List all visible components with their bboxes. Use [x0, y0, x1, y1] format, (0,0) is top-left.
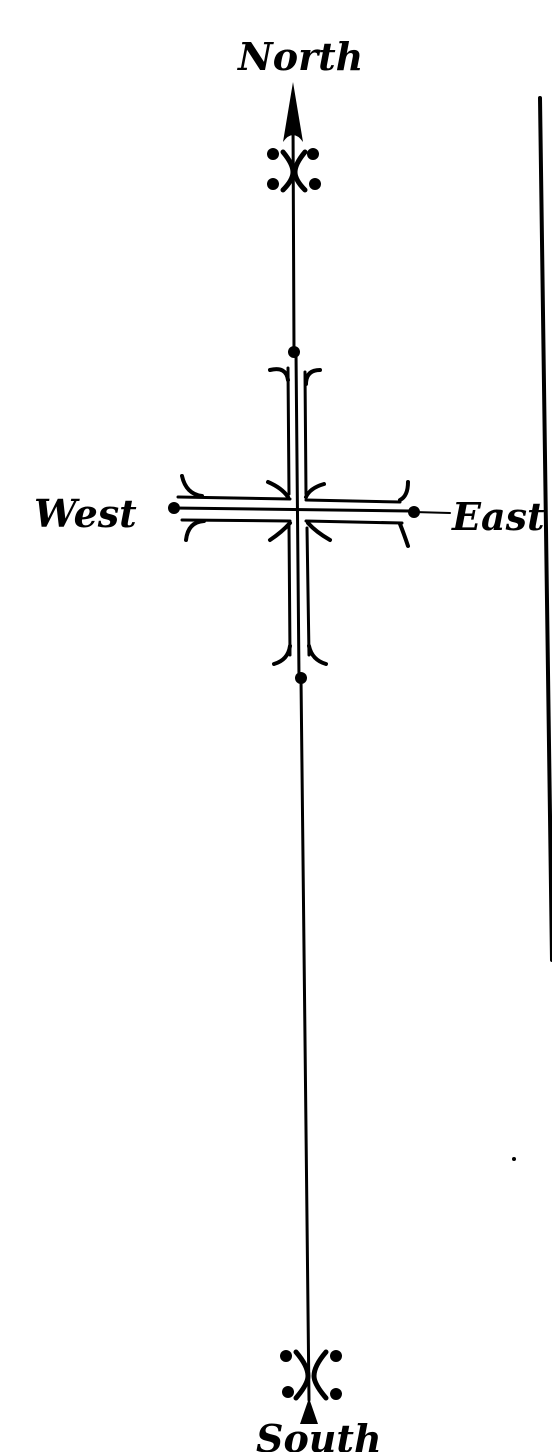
east-label: East	[451, 494, 545, 539]
speck-mark	[512, 1157, 516, 1161]
south-label: South	[256, 1416, 382, 1452]
north-south-line-upper	[293, 120, 294, 352]
cross-end-hooks	[182, 369, 408, 664]
west-label: West	[34, 491, 137, 536]
north-arrowhead-icon	[283, 82, 303, 142]
east-west-double-line	[174, 497, 450, 523]
south-node-dot	[295, 672, 307, 684]
south-flourish-icon	[280, 1350, 342, 1424]
north-node-dot	[288, 346, 300, 358]
north-south-double-line	[288, 352, 309, 678]
north-south-line-lower	[301, 678, 309, 1400]
north-label: North	[237, 34, 363, 79]
